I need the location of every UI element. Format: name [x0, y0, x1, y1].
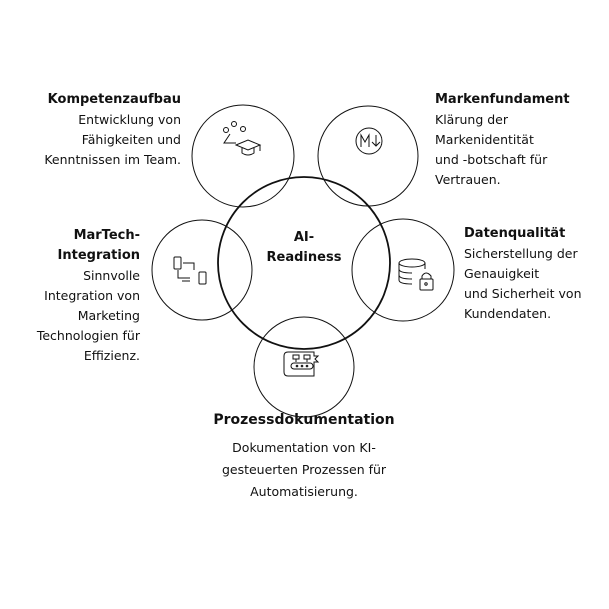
- node-desc-line: Technologien für: [36, 328, 140, 343]
- node-title: Markenfundament: [435, 92, 570, 107]
- node-desc-line: Sinnvolle: [83, 268, 140, 283]
- node-desc-line: Effizienz.: [83, 348, 140, 363]
- center-label-line2: Readiness: [266, 250, 342, 265]
- node-desc-line: Kenntnissen im Team.: [44, 152, 181, 167]
- node-desc-line: Sicherstellung der: [464, 246, 578, 261]
- connected-devices-icon: [173, 256, 207, 285]
- center-circle: [217, 176, 391, 350]
- node-title-line: Integration: [57, 248, 140, 263]
- node-desc-line: Vertrauen.: [435, 172, 501, 187]
- node-circle-kompetenz: [191, 104, 295, 208]
- node-desc-line: und Sicherheit von: [464, 286, 582, 301]
- node-desc-line: Integration von: [44, 288, 140, 303]
- markdown-icon: [355, 127, 383, 155]
- process-scroll-icon: [283, 351, 320, 377]
- node-circle-martech: [151, 219, 253, 321]
- node-desc-line: Marketing: [77, 308, 140, 323]
- node-desc-line: Kundendaten.: [464, 306, 552, 321]
- node-kompetenzaufbau: Kompetenzaufbau Entwicklung von Fähigkei…: [44, 90, 181, 170]
- node-circle-daten: [351, 218, 455, 322]
- node-desc-line: Dokumentation von KI-: [232, 440, 376, 455]
- node-prozessdokumentation: Prozessdokumentation Dokumentation von K…: [164, 409, 444, 503]
- database-lock-icon: [398, 258, 434, 291]
- node-desc-line: Markenidentität: [435, 132, 534, 147]
- node-desc-line: Entwicklung von: [78, 112, 181, 127]
- people-graduation-cap-icon: [223, 121, 262, 156]
- node-circle-marke: [317, 105, 419, 207]
- node-title: Datenqualität: [464, 226, 566, 241]
- center-label-line1: AI-: [293, 230, 315, 245]
- node-desc-line: Klärung der: [435, 112, 508, 127]
- node-datenqualitaet: Datenqualität Sicherstellung der Genauig…: [464, 224, 582, 324]
- node-circle-prozess: [253, 316, 355, 418]
- node-desc-line: und -botschaft für: [435, 152, 548, 167]
- node-desc-line: Fähigkeiten und: [81, 132, 181, 147]
- node-martech-integration: MarTech- Integration Sinnvolle Integrati…: [37, 226, 140, 366]
- node-desc-line: gesteuerten Prozessen für: [221, 462, 387, 477]
- node-title: Prozessdokumentation: [213, 412, 395, 428]
- node-markenfundament: Markenfundament Klärung der Markenidenti…: [435, 90, 570, 190]
- center-label: AI- Readiness: [254, 228, 354, 268]
- node-title: Kompetenzaufbau: [47, 92, 181, 107]
- node-desc-line: Genauigkeit: [464, 266, 540, 281]
- node-title-line: MarTech-: [73, 228, 140, 243]
- node-desc-line: Automatisierung.: [250, 484, 358, 499]
